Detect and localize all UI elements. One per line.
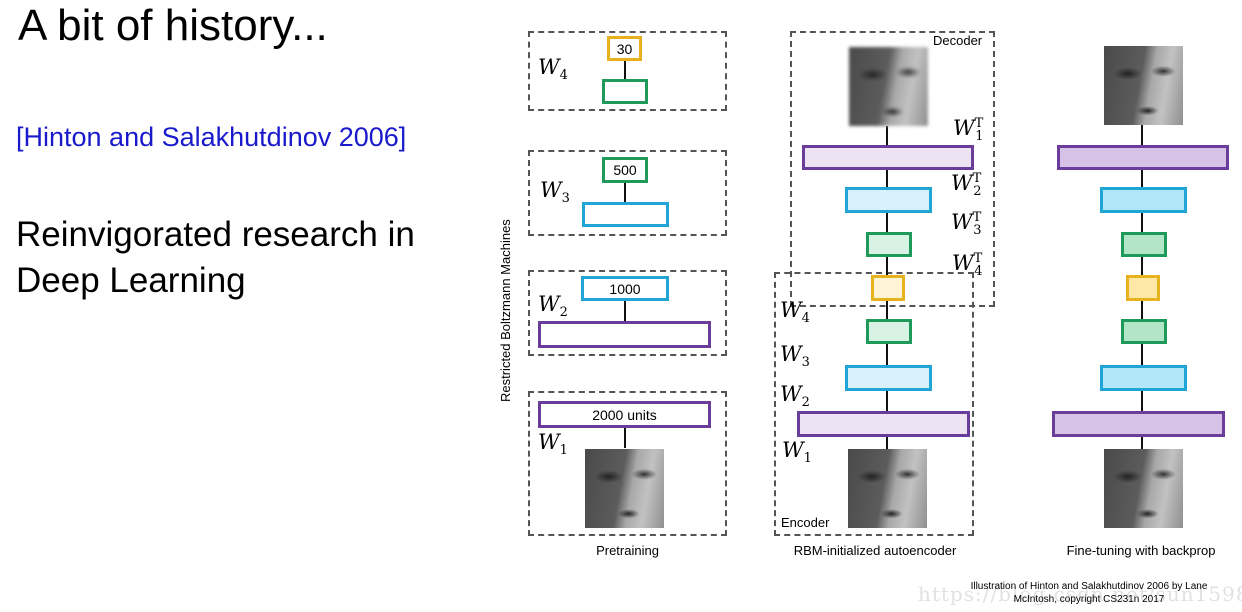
encoder-layer-cyan: [845, 365, 932, 391]
finetune-layer-cyan-top: [1100, 187, 1187, 213]
decoder-label: Decoder: [933, 33, 983, 48]
code-layer-yellow: [871, 275, 905, 301]
encoder-layer-green: [866, 319, 912, 344]
credit-line-1: Illustration of Hinton and Salakhutdinov…: [970, 581, 1208, 592]
weight-label-w1t: WT1: [953, 116, 984, 145]
decoder-layer-purple: [802, 145, 974, 170]
weight-label-w4: W4: [538, 55, 568, 84]
layer-30-units: 30: [607, 36, 642, 61]
rbm-box-3: [528, 150, 727, 236]
finetune-layer-cyan-bottom: [1100, 365, 1187, 391]
rbm-box-1: [528, 391, 727, 536]
finetune-caption: Fine-tuning with backprop: [1066, 543, 1216, 558]
rbm-box-4: [528, 31, 727, 111]
layer-green: [602, 79, 648, 104]
weight-label-enc-w1: W1: [782, 438, 812, 467]
encoder-box: [774, 272, 974, 536]
face-image-finetune-output: [1104, 46, 1183, 125]
finetune-layer-green-bottom: [1121, 319, 1167, 344]
weight-label-w2: W2: [538, 292, 568, 321]
bidirectional-arrow: [624, 301, 626, 321]
finetune-layer-purple-top: [1057, 145, 1229, 170]
encoder-layer-purple: [797, 411, 970, 437]
weight-label-enc-w3: W3: [780, 342, 810, 371]
body-line-2: Deep Learning: [16, 261, 246, 300]
encoder-label: Encoder: [781, 515, 830, 530]
body-line-1: Reinvigorated research in: [16, 215, 415, 254]
weight-label-enc-w4: W4: [780, 298, 810, 327]
bidirectional-arrow: [624, 183, 626, 202]
layer-cyan: [582, 202, 669, 227]
layer-2000-units: 2000 units: [538, 401, 711, 428]
credit-line-2: McIntosh, copyright CS231n 2017: [1013, 594, 1165, 605]
finetune-layer-purple-bottom: [1052, 411, 1225, 437]
finetune-code-layer: [1126, 275, 1160, 301]
rbm-side-label: Restricted Boltzmann Machines: [498, 219, 513, 402]
pretraining-caption: Pretraining: [596, 543, 659, 558]
layer-1000-units: 1000: [581, 276, 669, 301]
weight-label-enc-w2: W2: [780, 382, 810, 411]
finetune-layer-green-top: [1121, 232, 1167, 257]
layer-500-units: 500: [602, 157, 648, 183]
layer-purple: [538, 321, 711, 348]
face-image-reconstruction: [849, 47, 928, 126]
slide-title: A bit of history...: [18, 1, 328, 50]
weight-label-w3t: WT3: [951, 210, 982, 239]
watermark: https://blog.csdn.net/sun1598: [918, 582, 1242, 606]
face-image-encoder-input: [848, 449, 927, 528]
weight-label-w4t: WT4: [952, 251, 983, 280]
illustration-credit: Illustration of Hinton and Salakhutdinov…: [948, 580, 1230, 606]
slide-body: Reinvigorated research in Deep Learning: [16, 212, 496, 304]
face-image-input: [585, 449, 664, 528]
weight-label-w1: W1: [538, 430, 568, 459]
decoder-box: [790, 31, 995, 307]
bidirectional-arrow: [624, 61, 626, 80]
decoder-layer-green: [866, 232, 912, 257]
weight-label-w3: W3: [540, 178, 570, 207]
face-image-finetune-input: [1104, 449, 1183, 528]
autoencoder-caption: RBM-initialized autoencoder: [793, 543, 957, 558]
citation-link[interactable]: [Hinton and Salakhutdinov 2006]: [16, 122, 407, 152]
bidirectional-arrow: [624, 428, 626, 448]
rbm-box-2: [528, 270, 727, 356]
decoder-layer-cyan: [845, 187, 932, 213]
weight-label-w2t: WT2: [951, 171, 982, 200]
